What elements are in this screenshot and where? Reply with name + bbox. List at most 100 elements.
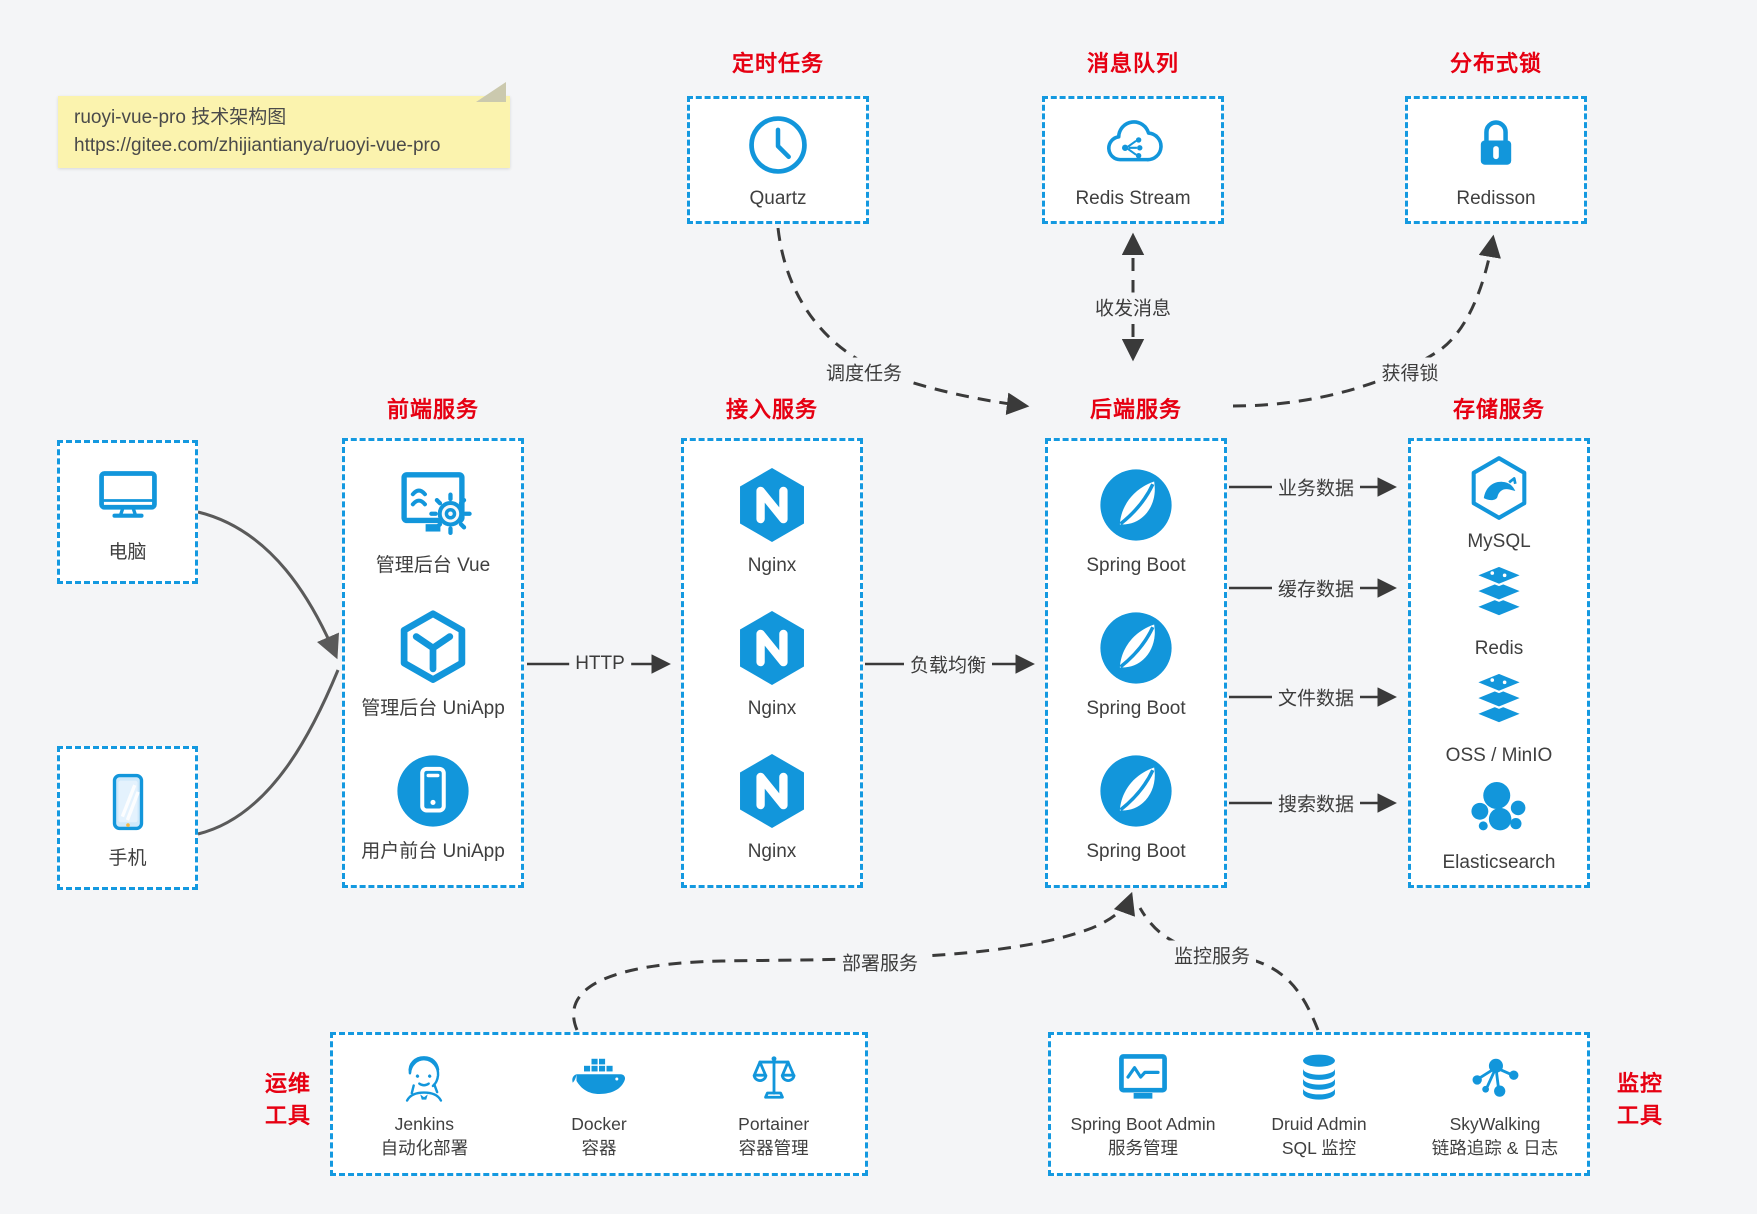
group-title-message-queue: 消息队列	[1086, 51, 1180, 76]
access-services-box: Nginx Nginx Nginx	[681, 438, 863, 888]
edge-label-search-data: 搜索数据	[1271, 788, 1361, 818]
lock-icon	[1480, 120, 1512, 165]
client-label: 手机	[108, 847, 147, 869]
client-desktop-box: 电脑	[57, 440, 198, 584]
portainer-icon	[752, 1056, 796, 1099]
note-url: https://gitee.com/zhijiantianya/ruoyi-vu…	[74, 135, 441, 156]
edge-label-monitor: 监控服务	[1167, 940, 1257, 970]
clock-icon	[749, 116, 807, 174]
list-item: OSS / MinIO	[1445, 666, 1553, 768]
client-phone-box: 手机	[57, 746, 198, 890]
cloud-stream-icon	[1107, 120, 1163, 162]
list-item: MySQL	[1463, 452, 1535, 554]
spring-boot-icon	[1100, 469, 1172, 542]
backend-services-box: Spring Boot Spring Boot Spring Boot	[1045, 438, 1227, 888]
redis-icon	[1472, 564, 1526, 618]
group-title-ops-tools: 运维 工具	[264, 1071, 312, 1128]
item-label: Redis Stream	[1075, 188, 1191, 210]
user-app-icon	[397, 755, 469, 827]
group-title-distributed-lock: 分布式锁	[1449, 51, 1543, 76]
list-item: Spring Boot	[1086, 748, 1186, 864]
edge-label-load-balance: 负载均衡	[903, 649, 993, 679]
item-label: Spring Boot	[1086, 698, 1186, 720]
list-item: Nginx	[729, 605, 815, 721]
edge-label-messaging: 收发消息	[1088, 292, 1178, 322]
item-label: Elasticsearch	[1442, 851, 1556, 873]
list-item: Spring Boot	[1086, 605, 1186, 721]
smartphone-icon	[112, 773, 143, 830]
list-item: Jenkins 自动化部署	[337, 1048, 512, 1160]
item-label: 用户前台 UniApp	[361, 840, 505, 862]
docker-icon	[572, 1058, 626, 1094]
desktop-icon	[98, 470, 157, 518]
item-label: Quartz	[749, 188, 807, 210]
spring-boot-admin-icon	[1119, 1053, 1167, 1099]
list-item: Portainer 容器管理	[686, 1048, 861, 1160]
item-label: MySQL	[1467, 530, 1531, 552]
column-title-access: 接入服务	[725, 397, 819, 422]
note-title: ruoyi-vue-pro 技术架构图	[74, 106, 287, 128]
item-label: Spring Boot	[1086, 840, 1186, 862]
list-item: Redis Stream	[1075, 109, 1191, 211]
column-title-frontend: 前端服务	[386, 397, 480, 422]
monitor-tools-box: Spring Boot Admin 服务管理 Druid Admin SQL 监…	[1048, 1032, 1590, 1176]
nginx-icon	[740, 468, 804, 543]
list-item: Quartz	[742, 109, 814, 211]
column-title-backend: 后端服务	[1089, 397, 1183, 422]
edge-label-schedule: 调度任务	[819, 357, 909, 387]
list-item: Druid Admin SQL 监控	[1231, 1048, 1407, 1160]
mysql-icon	[1471, 455, 1527, 520]
item-label: Redisson	[1456, 188, 1536, 210]
item-label: Nginx	[747, 698, 797, 720]
frontend-services-box: 管理后台 Vue 管理后台 UniApp 用户前台 UniApp	[342, 438, 524, 888]
item-label: 管理后台 UniApp	[361, 698, 505, 720]
jenkins-icon	[406, 1056, 443, 1102]
nginx-icon	[740, 753, 804, 828]
storage-services-box: MySQL Redis OSS / Mi	[1408, 438, 1590, 888]
sticky-note: ruoyi-vue-pro 技术架构图 https://gitee.com/zh…	[58, 82, 510, 168]
admin-vue-icon	[401, 472, 472, 536]
list-item: Docker 容器	[512, 1048, 687, 1160]
druid-icon	[1303, 1054, 1335, 1100]
quartz-box: Quartz	[687, 96, 869, 224]
edge-label-file-data: 文件数据	[1271, 682, 1361, 712]
nginx-icon	[740, 611, 804, 686]
redis-stream-box: Redis Stream	[1042, 96, 1224, 224]
spring-boot-icon	[1100, 612, 1172, 684]
tool-label: Spring Boot Admin 服务管理	[1070, 1113, 1216, 1158]
edge-label-http: HTTP	[569, 652, 631, 676]
list-item: Nginx	[729, 748, 815, 864]
column-title-storage: 存储服务	[1452, 397, 1546, 422]
skywalking-icon	[1472, 1058, 1519, 1097]
list-item: 用户前台 UniApp	[361, 748, 505, 864]
list-item: Elasticsearch	[1443, 773, 1556, 875]
item-label: Spring Boot	[1086, 555, 1186, 577]
list-item: SkyWalking 链路追踪 & 日志	[1407, 1048, 1583, 1160]
list-item: Redis	[1463, 559, 1535, 661]
edge-label-lock: 获得锁	[1375, 357, 1445, 387]
list-item: 管理后台 UniApp	[361, 605, 505, 721]
edge-label-business-data: 业务数据	[1271, 472, 1361, 502]
oss-minio-icon	[1472, 671, 1526, 725]
edge-label-deploy: 部署服务	[835, 947, 925, 977]
redisson-box: Redisson	[1405, 96, 1587, 224]
note-fold-corner	[476, 82, 506, 102]
item-label: Nginx	[747, 555, 797, 577]
tool-label: Portainer 容器管理	[738, 1113, 810, 1158]
tool-label: SkyWalking 链路追踪 & 日志	[1431, 1113, 1559, 1158]
list-item: Nginx	[729, 462, 815, 578]
item-label: 管理后台 Vue	[375, 555, 491, 577]
tool-label: Docker 容器	[571, 1113, 627, 1158]
group-title-monitor-tools: 监控 工具	[1616, 1071, 1664, 1128]
list-item: Spring Boot	[1086, 462, 1186, 578]
tool-label: Druid Admin SQL 监控	[1271, 1113, 1367, 1158]
list-item: Spring Boot Admin 服务管理	[1055, 1048, 1231, 1160]
item-label: Nginx	[747, 840, 797, 862]
item-label: Redis	[1474, 637, 1524, 659]
item-label: OSS / MinIO	[1445, 744, 1553, 766]
list-item: 管理后台 Vue	[376, 462, 490, 578]
elasticsearch-icon	[1471, 781, 1526, 830]
ops-tools-box: Jenkins 自动化部署 Docker 容器	[330, 1032, 868, 1176]
edge-label-cache-data: 缓存数据	[1271, 573, 1361, 603]
